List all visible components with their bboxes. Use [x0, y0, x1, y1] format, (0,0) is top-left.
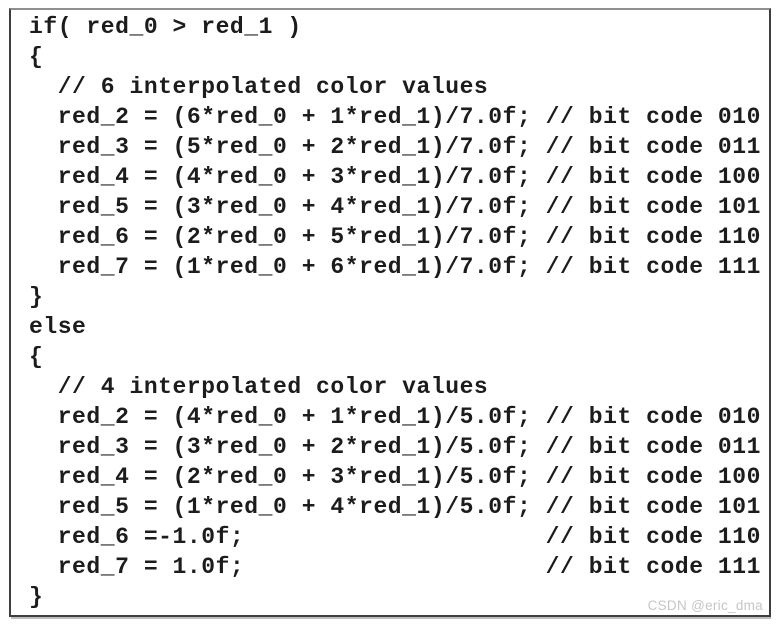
code-line: red_6 = (2*red_0 + 5*red_1)/7.0f; // bit… — [29, 224, 761, 250]
code-line: red_4 = (2*red_0 + 3*red_1)/5.0f; // bit… — [29, 464, 761, 490]
csdn-watermark: CSDN @eric_dma — [647, 598, 763, 613]
code-line: if( red_0 > red_1 ) — [29, 14, 302, 40]
code-line: red_4 = (4*red_0 + 3*red_1)/7.0f; // bit… — [29, 164, 761, 190]
code-line: red_2 = (4*red_0 + 1*red_1)/5.0f; // bit… — [29, 404, 761, 430]
code-line: } — [29, 284, 44, 310]
code-line: // 6 interpolated color values — [29, 74, 489, 100]
code-line: // 4 interpolated color values — [29, 374, 489, 400]
code-line: red_7 = (1*red_0 + 6*red_1)/7.0f; // bit… — [29, 254, 761, 280]
code-line: else — [29, 314, 87, 340]
code-line: red_5 = (1*red_0 + 4*red_1)/5.0f; // bit… — [29, 494, 761, 520]
code-line: { — [29, 344, 44, 370]
code-line: red_6 =-1.0f; // bit code 110 — [29, 524, 761, 550]
code-line: red_3 = (3*red_0 + 2*red_1)/5.0f; // bit… — [29, 434, 761, 460]
code-line: red_2 = (6*red_0 + 1*red_1)/7.0f; // bit… — [29, 104, 761, 130]
code-line: red_5 = (3*red_0 + 4*red_1)/7.0f; // bit… — [29, 194, 761, 220]
code-line: { — [29, 44, 44, 70]
code-figure-box: if( red_0 > red_1 ) { // 6 interpolated c… — [9, 8, 771, 617]
code-line: red_7 = 1.0f; // bit code 111 — [29, 554, 761, 580]
code-line: } — [29, 584, 44, 610]
code-line: red_3 = (5*red_0 + 2*red_1)/7.0f; // bit… — [29, 134, 761, 160]
code-block: if( red_0 > red_1 ) { // 6 interpolated c… — [11, 10, 769, 615]
